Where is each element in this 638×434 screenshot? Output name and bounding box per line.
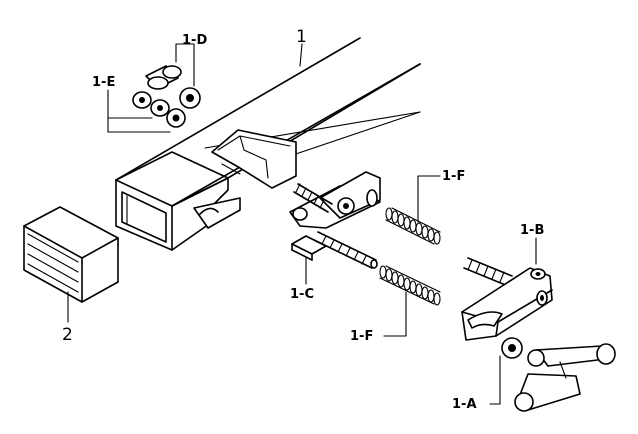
leader-part-1-d	[175, 43, 195, 87]
label-part-1-d: 1-D	[182, 33, 207, 48]
part-1-a-washer	[501, 337, 523, 359]
label-part-1-a: 1-A	[452, 397, 477, 412]
leader-part-1-a	[489, 355, 501, 405]
leader-part-1-f-bottom	[383, 291, 407, 337]
label-part-1-f-top: 1-F	[442, 169, 465, 184]
label-part-1-c: 1-C	[290, 287, 314, 302]
threaded-stud-upper	[293, 183, 333, 213]
label-part-1: 1	[296, 27, 307, 47]
leader-part-1-f-top	[417, 175, 441, 223]
part-1-c-block	[291, 235, 327, 261]
part-1-square-tube	[115, 37, 421, 251]
part-1-a-t-handle	[514, 343, 616, 412]
label-part-2: 2	[62, 325, 73, 345]
label-part-1-f-bottom: 1-F	[350, 329, 373, 344]
part-1-c-threaded-rod	[313, 231, 378, 269]
leader-part-1	[299, 43, 303, 67]
part-1-e-nuts	[132, 91, 186, 128]
part-1-f-spring-top	[385, 207, 441, 245]
part-1-d-washer	[179, 87, 201, 109]
center-bracket	[289, 171, 381, 229]
label-part-1-b: 1-B	[520, 223, 544, 238]
part-1-b-clamp-arm	[461, 267, 553, 341]
leader-part-1-e	[107, 89, 171, 133]
part-1-b-threaded-stud	[463, 257, 513, 287]
part-1-d-sleeve	[145, 65, 182, 90]
part-1-f-spring-bottom	[379, 265, 441, 306]
label-part-1-e: 1-E	[92, 75, 115, 90]
part-2-end-cap	[23, 206, 119, 303]
